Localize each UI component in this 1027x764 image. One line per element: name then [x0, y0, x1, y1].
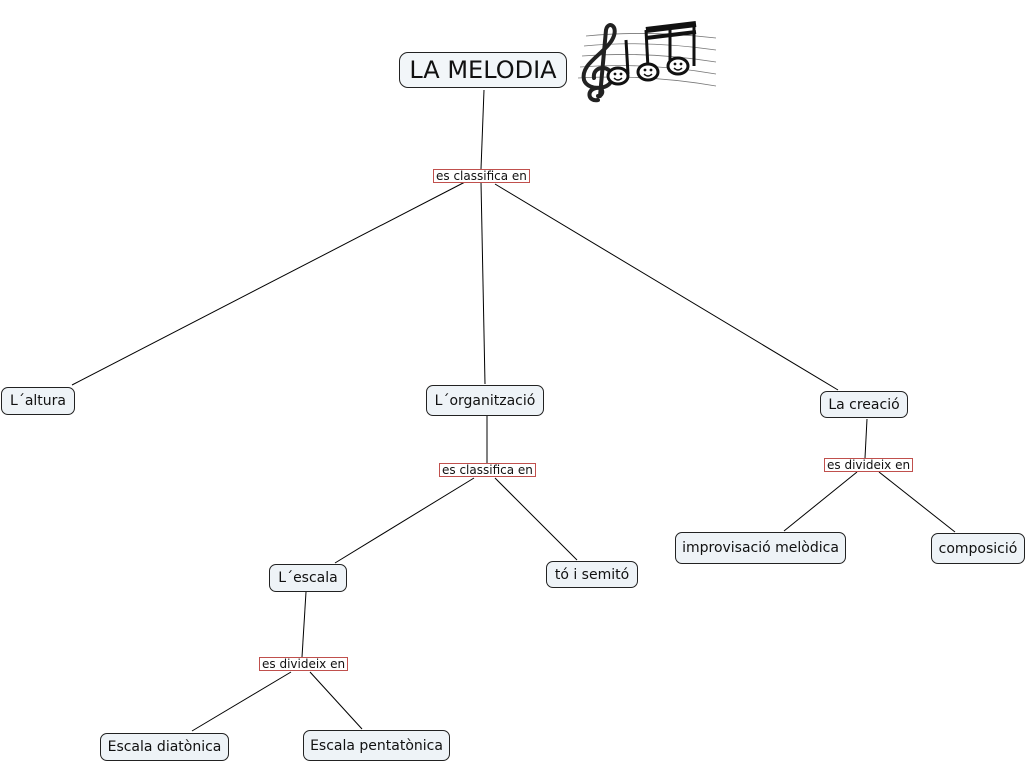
music-notes-icon [566, 16, 718, 104]
root-concept-node[interactable]: LA MELODIA [399, 52, 567, 88]
concept-node-improvisacio[interactable]: improvisació melòdica [675, 532, 846, 564]
connector-line [481, 90, 484, 169]
concept-node-to-semito[interactable]: tó i semitó [546, 561, 638, 588]
linking-phrase[interactable]: es divideix en [824, 458, 913, 472]
concept-node-diatonica[interactable]: Escala diatònica [100, 733, 229, 761]
connector-line [335, 478, 474, 563]
connector-line [72, 182, 465, 385]
concept-node-altura[interactable]: L´altura [1, 387, 75, 415]
concept-node-escala[interactable]: L´escala [269, 564, 347, 592]
connector-line [481, 182, 485, 384]
connector-line [495, 478, 577, 560]
concept-node-organitzacio[interactable]: L´organització [426, 385, 544, 416]
concept-node-creacio[interactable]: La creació [820, 391, 908, 418]
connector-line [879, 472, 955, 532]
linking-phrase[interactable]: es classifica en [433, 169, 530, 183]
connector-line [495, 184, 838, 390]
linking-phrase[interactable]: es divideix en [259, 657, 348, 671]
linking-phrase[interactable]: es classifica en [439, 463, 536, 477]
connector-line [784, 472, 857, 531]
connector-line [192, 672, 291, 731]
connector-line [302, 592, 306, 657]
concept-node-pentatonica[interactable]: Escala pentatònica [303, 730, 450, 761]
connector-line [310, 672, 362, 729]
treble-clef-icon [584, 25, 615, 100]
concept-node-composicio[interactable]: composició [931, 533, 1025, 564]
connector-line [865, 419, 867, 458]
